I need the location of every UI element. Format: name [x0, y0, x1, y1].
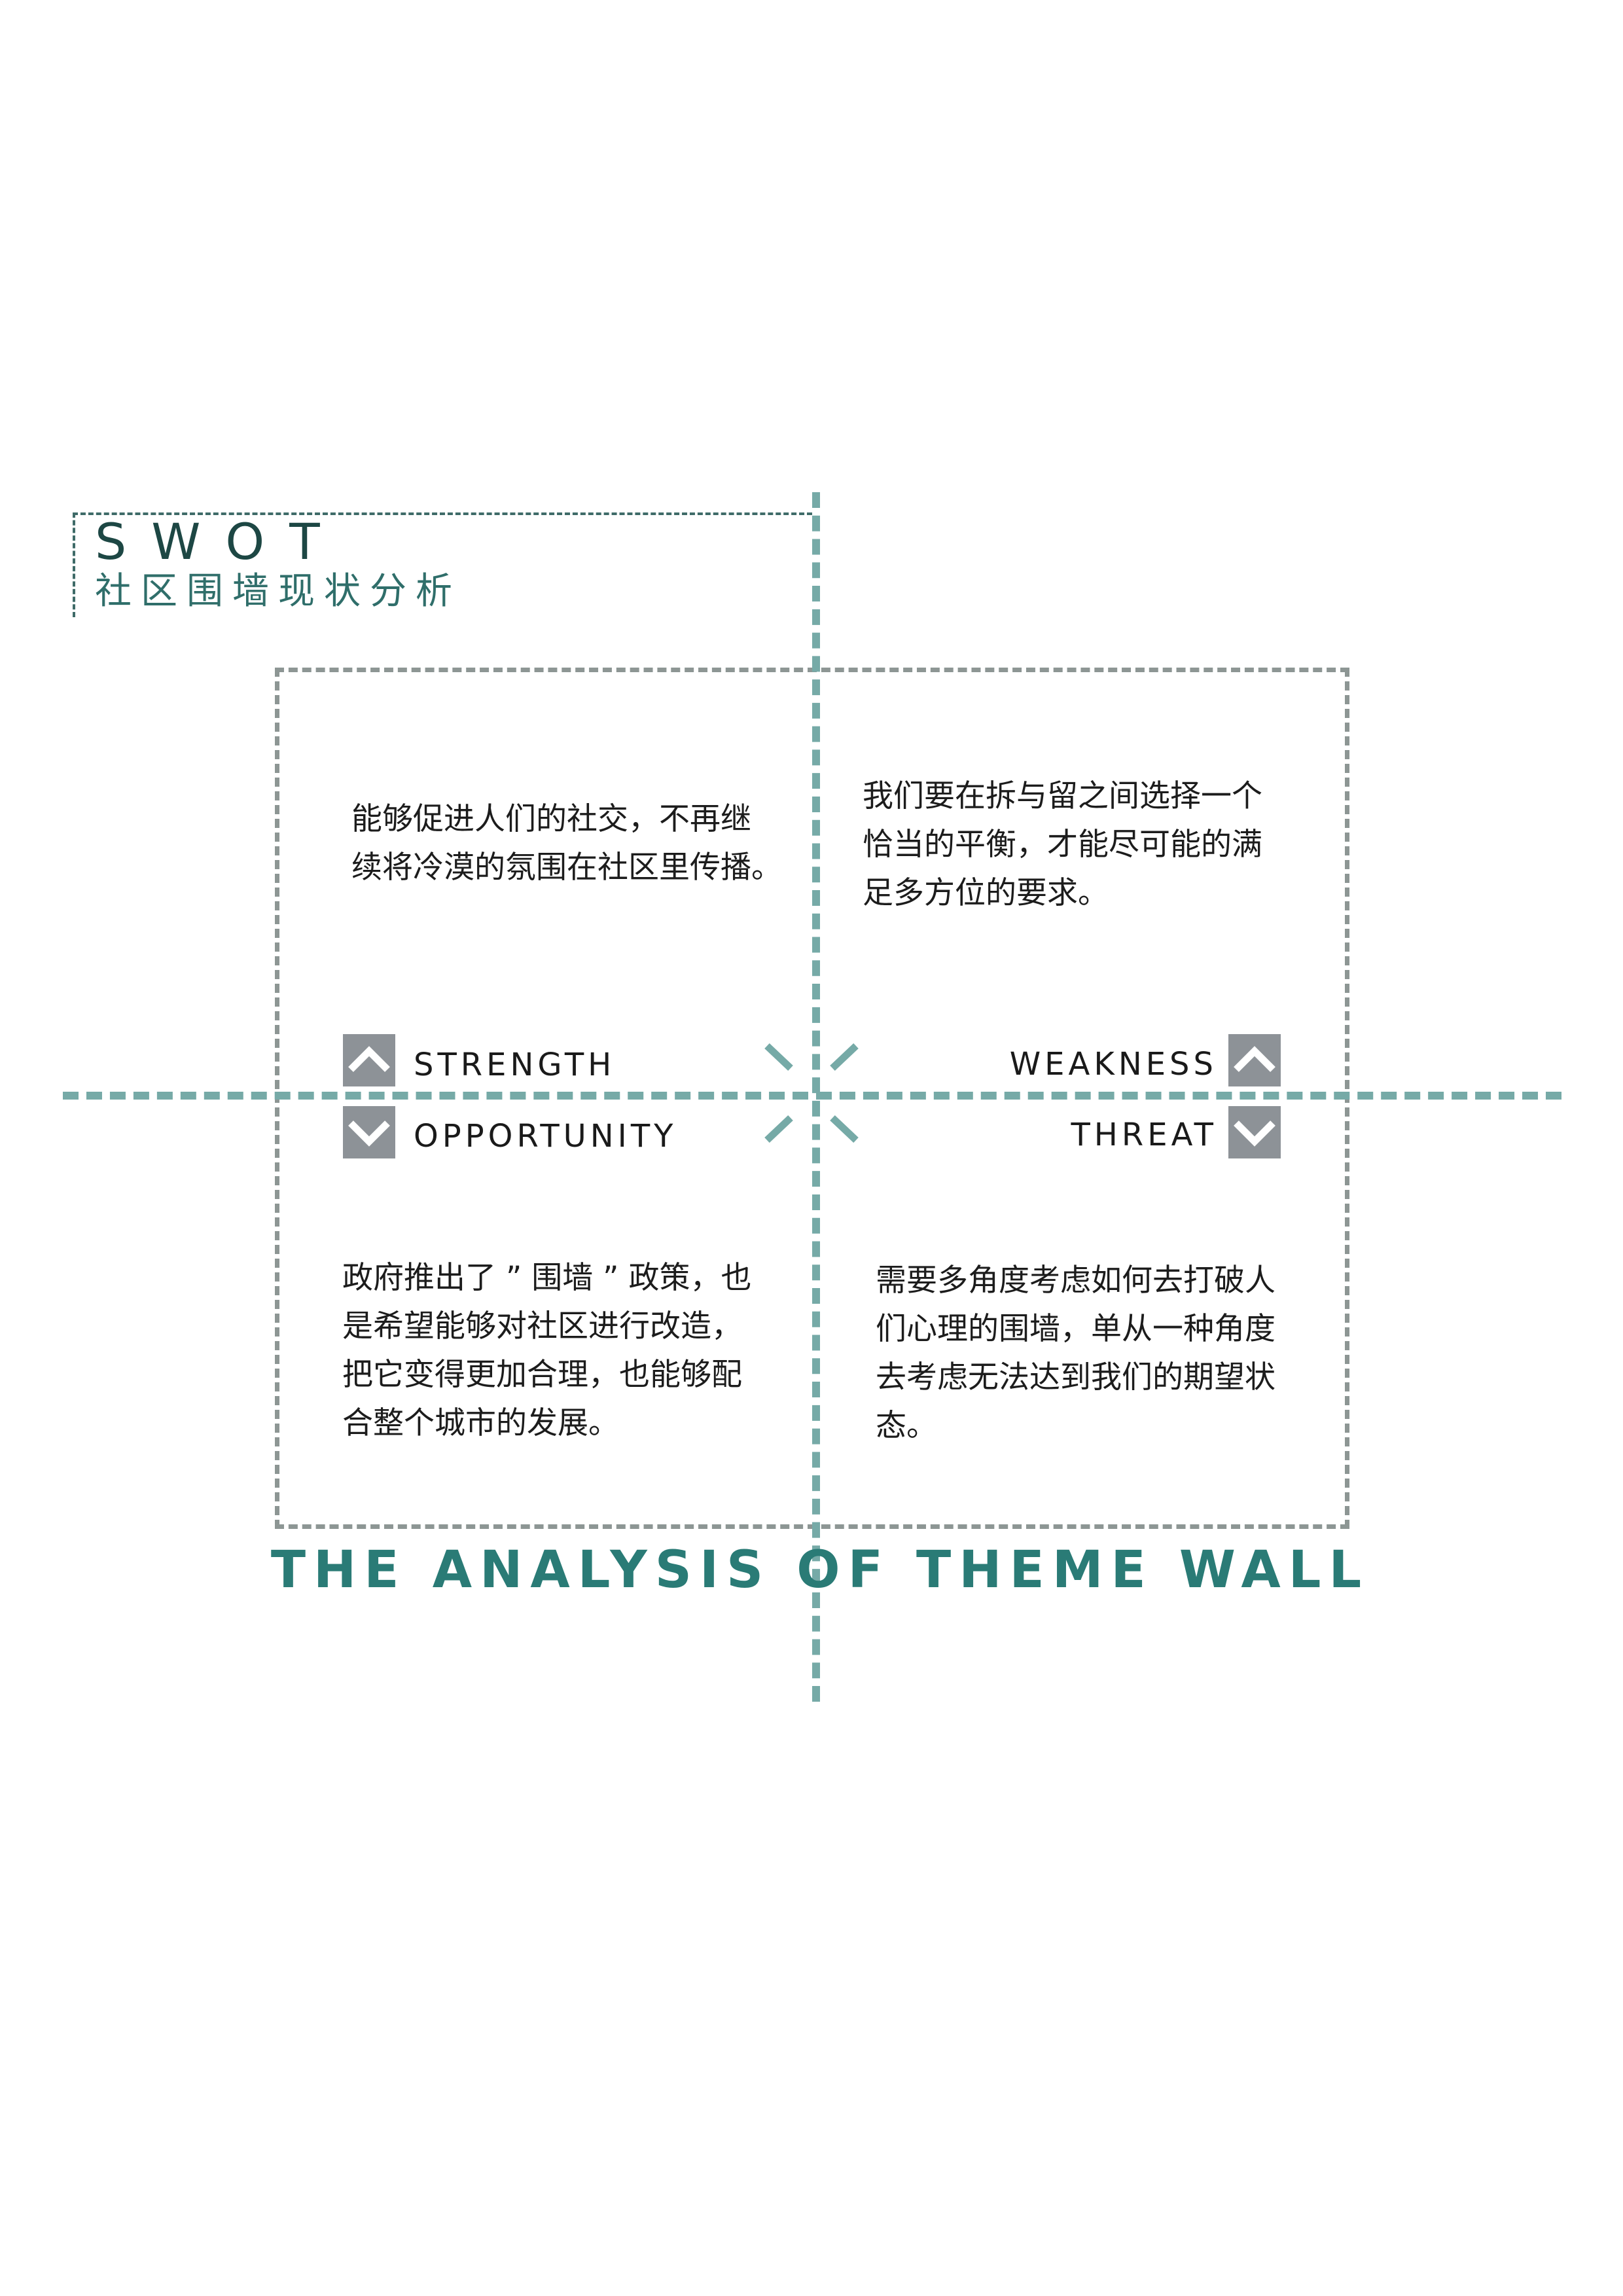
threat-chevron-down-icon: [1228, 1106, 1281, 1158]
swot-title: SWOT: [95, 512, 345, 571]
horizontal-axis-line: [63, 1092, 1561, 1100]
header-bracket-top: [73, 512, 812, 515]
opportunity-chevron-down-icon: [343, 1106, 395, 1158]
weakness-label: WEAKNESS: [1009, 1046, 1217, 1083]
weakness-text: 我们要在拆与留之间选择一个 恰当的平衡，才能尽可能的满 足多方位的要求。: [863, 778, 1262, 911]
strength-chevron-up-icon: [343, 1034, 395, 1086]
analysis-title: THE ANALYSIS OF THEME WALL: [270, 1541, 1370, 1600]
swot-subtitle: 社区围墙现状分析: [95, 570, 461, 613]
threat-text: 需要多角度考虑如何去打破人 们心理的围墙，单从一种角度 去考虑无法达到我们的期望…: [876, 1263, 1275, 1444]
header-bracket-left: [73, 512, 75, 617]
weakness-chevron-up-icon: [1228, 1034, 1281, 1086]
threat-label: THREAT: [1071, 1117, 1217, 1153]
center-burst-icon: [764, 1043, 859, 1143]
opportunity-text: 政府推出了 ” 围墙 ” 政策，也 是希望能够对社区进行改造， 把它变得更加合理…: [342, 1260, 752, 1441]
strength-text: 能够促进人们的社交，不再继 续将冷漠的氛围在社区里传播。: [351, 801, 782, 886]
opportunity-label: OPPORTUNITY: [414, 1118, 677, 1155]
strength-label: STRENGTH: [414, 1047, 616, 1083]
